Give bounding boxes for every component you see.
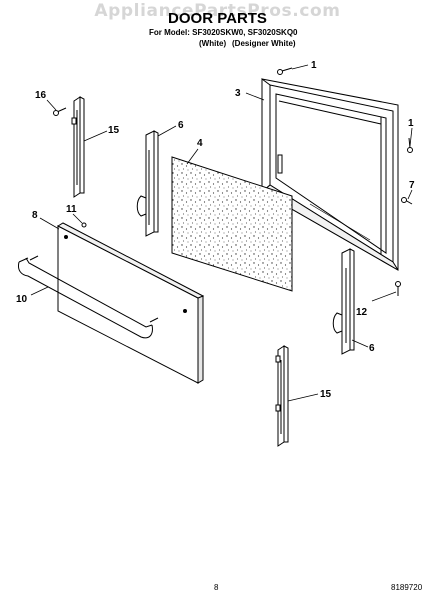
outer-door-panel-part	[56, 222, 205, 384]
watermark: AppliancePartsPros.com	[94, 1, 341, 21]
leader-lines	[30, 64, 413, 402]
callout-8: 8	[32, 210, 38, 221]
model-line: For Model: SF3020SKW0, SF3020SKQ0	[149, 28, 298, 37]
callout-10: 10	[16, 294, 28, 305]
hinge-upper-part	[136, 130, 159, 237]
callout-6-lower: 6	[369, 343, 375, 354]
callout-6-upper: 6	[178, 120, 184, 131]
callout-7: 7	[409, 180, 415, 191]
screw-part-12	[395, 281, 401, 296]
screw-part-7	[401, 197, 413, 205]
callout-15-lower: 15	[320, 389, 332, 400]
callout-1-top: 1	[311, 60, 317, 71]
page-number: 8	[214, 583, 219, 592]
callout-15-upper: 15	[108, 125, 120, 136]
callout-12: 12	[356, 307, 368, 318]
screw-part-1a	[277, 67, 293, 75]
variant-white: (White)	[199, 39, 227, 48]
callout-11: 11	[66, 204, 77, 215]
document-number: 8189720	[391, 583, 423, 592]
screw-part-16	[53, 107, 67, 116]
door-handle-part	[18, 255, 159, 339]
callout-1-right: 1	[408, 118, 414, 129]
hinge-receiver-lower-part	[275, 345, 289, 447]
hinge-lower-part	[332, 248, 355, 355]
page-title: DOOR PARTS	[168, 10, 267, 27]
variant-designer-white: (Designer White)	[232, 39, 296, 48]
insulation-part	[171, 156, 293, 292]
hinge-receiver-upper-part	[71, 96, 85, 198]
callout-4: 4	[197, 138, 203, 149]
callout-3: 3	[235, 88, 241, 99]
screw-part-11	[81, 222, 87, 228]
screw-part-1b	[407, 137, 413, 153]
door-frame-part	[261, 78, 399, 271]
callout-16: 16	[35, 90, 47, 101]
